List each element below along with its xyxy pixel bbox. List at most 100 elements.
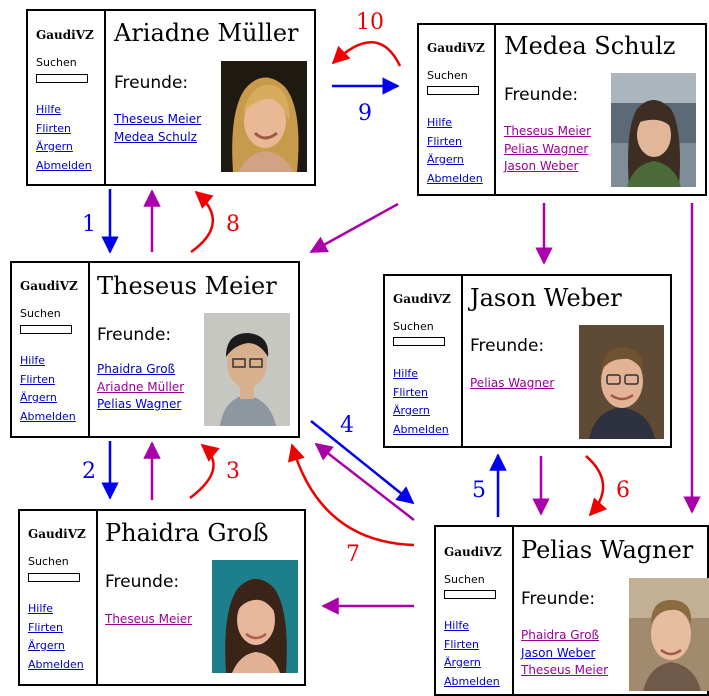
profile-name: Phaidra Groß <box>105 519 269 547</box>
step-label-1: 1 <box>82 212 96 237</box>
step-label-8: 8 <box>226 212 240 237</box>
search-input[interactable] <box>444 590 496 599</box>
arrow-step-4 <box>310 420 415 505</box>
nav-link-flirten[interactable]: Flirten <box>393 385 429 399</box>
friend-link-theseus[interactable]: Theseus Meier <box>105 612 193 626</box>
friend-link-jason[interactable]: Jason Weber <box>504 159 579 173</box>
search-label: Suchen <box>427 69 468 82</box>
nav-link-aergern[interactable]: Ärgern <box>20 391 57 404</box>
friend-link-pelias[interactable]: Pelias Wagner <box>470 376 555 390</box>
nav-link-abmelden[interactable]: Abmelden <box>28 657 84 671</box>
profile-card-jason: GaudiVZ Suchen Hilfe Flirten Ärgern Abme… <box>383 274 672 448</box>
nav-link-flirten[interactable]: Flirten <box>20 372 56 386</box>
brand-logo: GaudiVZ <box>427 41 485 55</box>
profile-photo <box>204 313 290 426</box>
sidebar-nav: Hilfe Flirten Ärgern Abmelden <box>427 114 483 188</box>
nav-link-flirten[interactable]: Flirten <box>36 121 72 135</box>
profile-card-phaidra: GaudiVZ Suchen Hilfe Flirten Ärgern Abme… <box>18 509 306 686</box>
nav-link-hilfe[interactable]: Hilfe <box>36 103 62 116</box>
nav-link-flirten[interactable]: Flirten <box>28 620 64 634</box>
step-label-3: 3 <box>226 459 240 484</box>
search-label: Suchen <box>28 555 69 568</box>
search-label: Suchen <box>36 56 77 69</box>
friend-link-pelias[interactable]: Pelias Wagner <box>504 141 589 156</box>
friends-list: Phaidra Groß Ariadne Müller Pelias Wagne… <box>97 361 184 414</box>
sidebar: GaudiVZ Suchen Hilfe Flirten Ärgern Abme… <box>419 25 496 194</box>
friends-list: Theseus Meier Pelias Wagner Jason Weber <box>504 123 591 176</box>
arrow-step-3 <box>189 443 220 499</box>
friends-heading: Freunde: <box>114 73 189 93</box>
search-input[interactable] <box>36 74 88 83</box>
arrow-back-pelias-theseus <box>314 442 415 521</box>
nav-link-hilfe[interactable]: Hilfe <box>28 602 54 615</box>
nav-link-flirten[interactable]: Flirten <box>427 134 463 148</box>
profile-card-theseus: GaudiVZ Suchen Hilfe Flirten Ärgern Abme… <box>10 261 300 438</box>
sidebar: GaudiVZ Suchen Hilfe Flirten Ärgern Abme… <box>28 11 106 184</box>
nav-link-abmelden[interactable]: Abmelden <box>427 171 483 185</box>
profile-name: Theseus Meier <box>97 272 277 300</box>
nav-link-flirten[interactable]: Flirten <box>444 637 480 651</box>
friend-link-pelias[interactable]: Pelias Wagner <box>97 397 182 411</box>
nav-link-aergern[interactable]: Ärgern <box>36 140 73 153</box>
search-input[interactable] <box>20 325 72 334</box>
profile-card-ariadne: GaudiVZ Suchen Hilfe Flirten Ärgern Abme… <box>26 9 316 186</box>
friend-link-theseus[interactable]: Theseus Meier <box>114 112 202 126</box>
friend-link-phaidra[interactable]: Phaidra Groß <box>521 628 600 642</box>
nav-link-aergern[interactable]: Ärgern <box>427 153 464 166</box>
friend-link-theseus[interactable]: Theseus Meier <box>504 124 592 138</box>
profile-name: Pelias Wagner <box>521 536 694 564</box>
sidebar-nav: Hilfe Flirten Ärgern Abmelden <box>393 365 449 439</box>
sidebar: GaudiVZ Suchen Hilfe Flirten Ärgern Abme… <box>12 263 90 436</box>
nav-link-hilfe[interactable]: Hilfe <box>393 367 419 380</box>
search-input[interactable] <box>427 86 479 95</box>
friends-heading: Freunde: <box>504 85 579 105</box>
friend-link-phaidra[interactable]: Phaidra Groß <box>97 362 176 376</box>
nav-link-abmelden[interactable]: Abmelden <box>393 422 449 436</box>
sidebar: GaudiVZ Suchen Hilfe Flirten Ärgern Abme… <box>436 527 514 694</box>
arrow-back-medea-theseus <box>309 202 399 254</box>
nav-link-aergern[interactable]: Ärgern <box>28 639 65 652</box>
arrow-step-6 <box>585 455 608 517</box>
nav-link-abmelden[interactable]: Abmelden <box>36 158 92 172</box>
friends-list: Theseus Meier Medea Schulz <box>114 111 201 146</box>
step-label-2: 2 <box>82 459 96 484</box>
search-label: Suchen <box>444 573 485 586</box>
brand-logo: GaudiVZ <box>393 292 451 306</box>
friend-link-jason[interactable]: Jason Weber <box>521 645 596 660</box>
step-label-6: 6 <box>616 478 630 503</box>
step-label-4: 4 <box>340 413 354 438</box>
sidebar-nav: Hilfe Flirten Ärgern Abmelden <box>36 101 92 175</box>
profile-photo <box>221 61 307 172</box>
nav-link-aergern[interactable]: Ärgern <box>393 404 430 417</box>
profile-photo <box>212 560 298 673</box>
friend-link-ariadne[interactable]: Ariadne Müller <box>97 379 185 394</box>
nav-link-aergern[interactable]: Ärgern <box>444 656 481 669</box>
search-input[interactable] <box>28 573 80 582</box>
nav-link-hilfe[interactable]: Hilfe <box>427 116 453 129</box>
arrow-step-10 <box>331 41 402 67</box>
profile-card-medea: GaudiVZ Suchen Hilfe Flirten Ärgern Abme… <box>417 23 707 196</box>
arrow-step-7 <box>287 443 415 547</box>
step-label-9: 9 <box>358 101 372 126</box>
step-label-7: 7 <box>346 542 360 567</box>
step-label-10: 10 <box>356 10 384 35</box>
profile-card-pelias: GaudiVZ Suchen Hilfe Flirten Ärgern Abme… <box>434 525 709 696</box>
brand-logo: GaudiVZ <box>20 279 78 293</box>
friend-link-theseus[interactable]: Theseus Meier <box>521 663 609 677</box>
search-input[interactable] <box>393 337 445 346</box>
brand-logo: GaudiVZ <box>444 545 502 559</box>
nav-link-hilfe[interactable]: Hilfe <box>444 619 470 632</box>
friend-link-medea[interactable]: Medea Schulz <box>114 129 197 144</box>
profile-name: Ariadne Müller <box>114 19 299 47</box>
brand-logo: GaudiVZ <box>28 527 86 541</box>
brand-logo: GaudiVZ <box>36 28 94 42</box>
sidebar-nav: Hilfe Flirten Ärgern Abmelden <box>444 617 500 691</box>
profile-name: Jason Weber <box>470 284 622 312</box>
nav-link-abmelden[interactable]: Abmelden <box>20 409 76 423</box>
friends-heading: Freunde: <box>97 325 172 345</box>
nav-link-abmelden[interactable]: Abmelden <box>444 674 500 688</box>
friends-heading: Freunde: <box>470 336 545 356</box>
nav-link-hilfe[interactable]: Hilfe <box>20 354 46 367</box>
profile-name: Medea Schulz <box>504 32 676 60</box>
